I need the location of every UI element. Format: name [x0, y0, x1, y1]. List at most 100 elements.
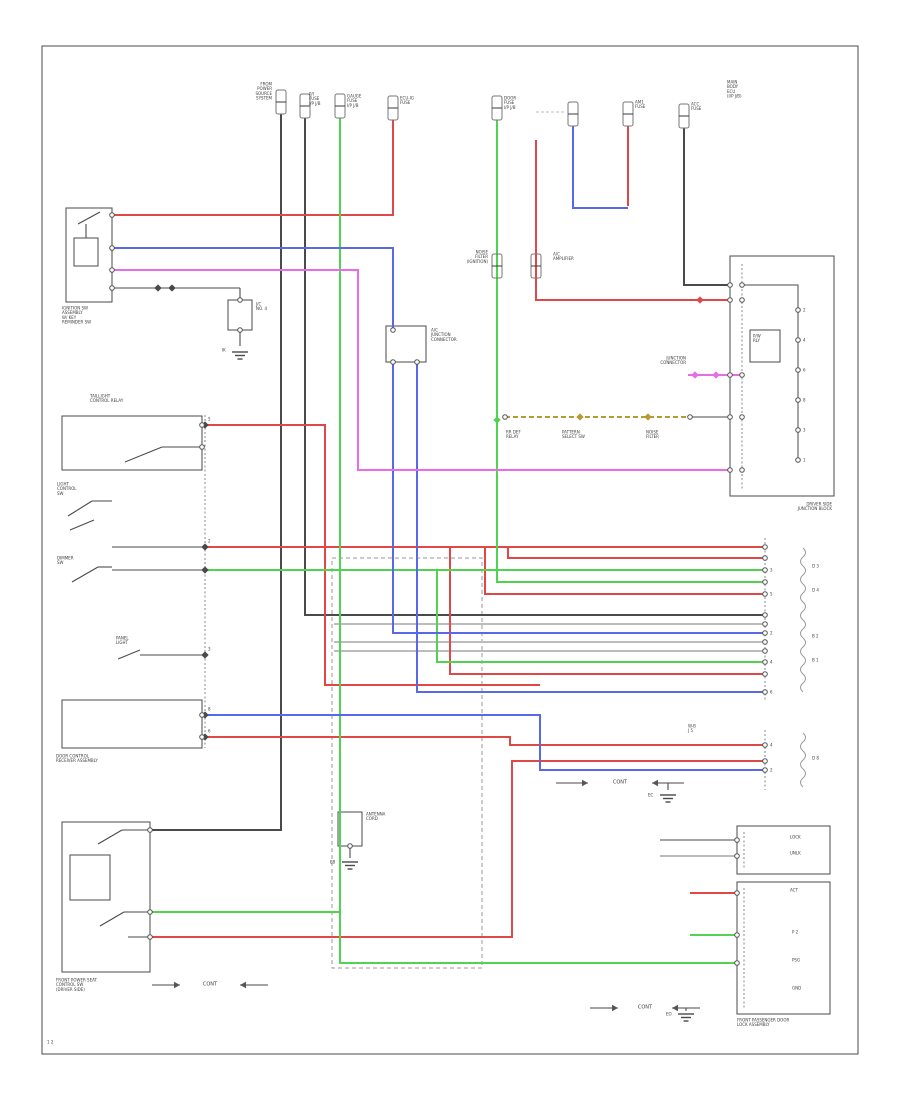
connector-pin	[795, 397, 801, 403]
wire-blue	[110, 246, 395, 330]
wire-red	[448, 547, 765, 676]
diagram-label: 1 2	[47, 1040, 54, 1045]
internal-line	[117, 649, 141, 660]
connector-pin	[795, 457, 801, 463]
connector-arrow-mark	[652, 779, 658, 787]
component-box	[729, 255, 835, 497]
diagram-label: EB	[330, 860, 336, 865]
diagram-label: PSG	[792, 958, 800, 963]
diagram-label: CONT	[638, 1005, 653, 1011]
diagram-label: 5	[208, 417, 211, 422]
pin-label: 2	[803, 308, 806, 313]
component-box	[69, 854, 111, 901]
connector-pin	[347, 843, 353, 849]
connector-pin	[739, 467, 745, 473]
connector-arrow-mark	[174, 981, 180, 989]
wire-dark	[742, 284, 799, 460]
wire-junction-diamond	[201, 566, 209, 574]
connector-pin	[147, 909, 153, 915]
wire-green	[495, 120, 765, 584]
wire-red	[534, 140, 730, 302]
diagram-label: D 3	[812, 564, 819, 569]
connector-pin	[199, 444, 205, 450]
connector-pin	[734, 890, 740, 896]
connector-pin	[109, 267, 115, 273]
connector-pin	[762, 621, 768, 627]
wire-junction-diamond	[644, 413, 652, 421]
connector-pin	[762, 767, 768, 773]
wire-magenta	[110, 268, 730, 472]
internal-line	[97, 829, 123, 845]
wire-junction-diamond	[691, 371, 699, 379]
cable-bundle-squiggle	[800, 547, 806, 693]
diagram-label: 3	[208, 647, 211, 652]
pin-label: 2	[770, 631, 773, 636]
component-box	[227, 299, 253, 331]
wire-red	[205, 735, 765, 747]
wire-junction-diamond	[154, 284, 162, 292]
pin-label: 6	[803, 368, 806, 373]
connector-pin	[502, 414, 508, 420]
connector-pin	[762, 567, 768, 573]
connector-pin	[762, 630, 768, 636]
wire-junction-diamond	[696, 296, 704, 304]
component-box	[65, 207, 113, 303]
connector-pin	[739, 297, 745, 303]
connector-pin	[414, 359, 420, 365]
connector-pin	[390, 327, 396, 333]
internal-line	[99, 911, 125, 927]
wire-junction-diamond	[201, 651, 209, 659]
connector-pin	[762, 555, 768, 561]
wire-blue	[391, 362, 765, 635]
wire-dark	[150, 114, 283, 832]
connector-pin	[727, 414, 733, 420]
connector-pin	[727, 467, 733, 473]
diagram-label: EO	[666, 1012, 672, 1017]
connector-pin	[762, 612, 768, 618]
wire-red	[150, 759, 765, 939]
connector-pin	[147, 934, 153, 940]
component-box	[337, 811, 363, 847]
connector-pin	[762, 579, 768, 585]
connector-pin	[762, 742, 768, 748]
wire-junction-diamond	[712, 371, 720, 379]
wire-green	[338, 118, 737, 965]
connector-pin	[739, 282, 745, 288]
connector-pin	[795, 367, 801, 373]
wire-red	[110, 120, 395, 217]
internal-line	[67, 500, 93, 517]
component-box	[61, 699, 203, 749]
connector-pin	[762, 671, 768, 677]
connector-pin	[727, 297, 733, 303]
pin-label: 3	[770, 568, 773, 573]
connector-pin	[390, 359, 396, 365]
diagram-label: 6	[208, 729, 211, 734]
wire-dark	[303, 118, 765, 617]
diagram-label: B 1	[812, 658, 819, 663]
internal-line	[71, 566, 99, 583]
connector-pin	[687, 414, 693, 420]
pin-label: 6	[770, 690, 773, 695]
diagram-label: B 2	[812, 634, 819, 639]
connector-pin	[795, 307, 801, 313]
wire-dark	[682, 128, 730, 287]
